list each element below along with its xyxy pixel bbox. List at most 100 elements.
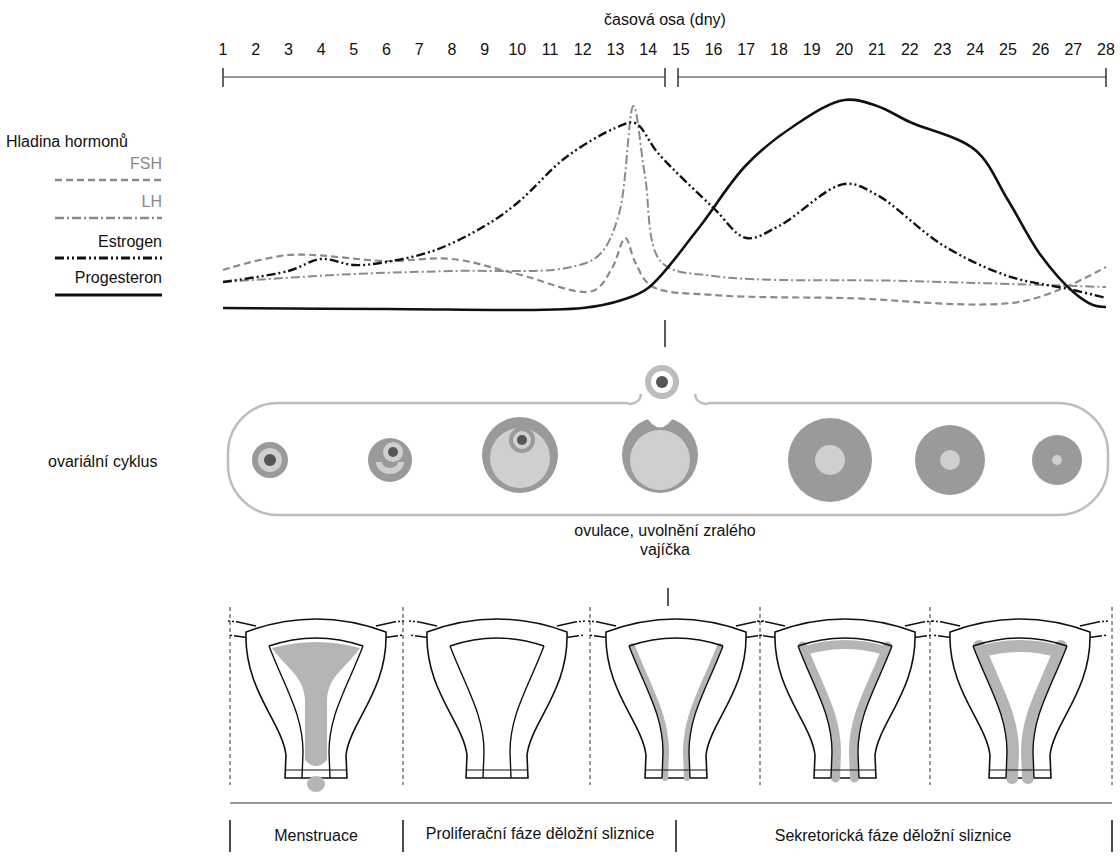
day-number: 14 xyxy=(639,40,657,59)
uterus-body xyxy=(427,619,567,778)
day-number: 26 xyxy=(1032,40,1050,59)
blood-drop xyxy=(307,776,325,792)
menstrual-flow xyxy=(272,642,360,766)
luteum-core xyxy=(1052,455,1062,465)
day-number: 9 xyxy=(480,40,489,59)
endometrium-top xyxy=(805,645,885,651)
cavity-wall xyxy=(798,646,832,778)
oocyte xyxy=(264,454,276,466)
day-number: 28 xyxy=(1097,40,1115,59)
uterus-body xyxy=(950,619,1090,778)
uterus-body xyxy=(606,619,746,778)
tube-dotted xyxy=(228,621,238,636)
legend-text: FSH xyxy=(130,154,162,173)
legend-line-sample xyxy=(55,217,162,219)
bracket-tick xyxy=(677,68,679,87)
day-number: 23 xyxy=(934,40,952,59)
tube-dotted xyxy=(923,621,933,636)
phase-baseline xyxy=(230,803,1112,804)
frame-hook xyxy=(628,394,641,404)
legend-samples xyxy=(55,180,162,295)
follicle-layer xyxy=(383,442,403,462)
tube-dotted xyxy=(575,621,585,636)
tertiary-follicle xyxy=(482,417,558,493)
y-axis-label: Hladina hormonů xyxy=(6,132,128,151)
tube-dotted xyxy=(757,621,767,636)
uterine-cavity xyxy=(450,638,544,646)
day-number: 24 xyxy=(966,40,984,59)
antrum xyxy=(376,462,404,474)
cervix-rim xyxy=(814,769,876,770)
panel-divider xyxy=(1112,607,1113,785)
cavity-wall xyxy=(269,646,303,778)
bracket-tick xyxy=(664,68,666,87)
day-number: 25 xyxy=(999,40,1017,59)
cavity-wall xyxy=(629,646,663,778)
graafian-follicle xyxy=(622,417,698,493)
phase-label: Proliferační fáze děložní sliznice xyxy=(425,824,655,843)
bracket-line xyxy=(223,77,665,78)
primary-follicle xyxy=(252,442,288,478)
uterus-panels xyxy=(228,607,1112,792)
luteum-core xyxy=(815,445,845,475)
antrum xyxy=(490,428,550,488)
bracket-tick xyxy=(222,68,224,87)
uterus-body xyxy=(775,619,915,778)
bracket-tick xyxy=(1105,68,1107,87)
day-number: 19 xyxy=(803,40,821,59)
legend-line-sample xyxy=(55,179,162,182)
oocyte xyxy=(388,447,398,457)
day-number: 22 xyxy=(901,40,919,59)
legend-text: LH xyxy=(142,192,162,211)
ovulation-tick xyxy=(667,588,669,606)
legend-line-sample xyxy=(55,257,162,260)
day-number: 3 xyxy=(284,40,293,59)
zona xyxy=(651,371,673,393)
day-number: 18 xyxy=(770,40,788,59)
follicle-layer xyxy=(513,431,531,449)
uterus xyxy=(757,619,933,778)
tube-dotted xyxy=(754,621,764,636)
uterus xyxy=(228,619,404,792)
uterine-cavity xyxy=(798,638,892,646)
ovulation-note: ovulace, uvolnění zralého vajíčka xyxy=(567,521,763,559)
legend-text: Estrogen xyxy=(98,232,162,251)
day-number: 8 xyxy=(447,40,456,59)
follicle-layer xyxy=(258,448,282,472)
frame-hook xyxy=(695,394,708,404)
cervix-rim xyxy=(645,769,707,770)
day-number: 16 xyxy=(705,40,723,59)
day-number: 2 xyxy=(251,40,260,59)
hormone-curves xyxy=(223,100,1106,311)
cavity-wall xyxy=(450,646,484,778)
tube-dotted xyxy=(932,621,942,636)
uterine-cavity xyxy=(973,638,1067,646)
tube-dotted xyxy=(1098,621,1108,636)
progesteron-curve xyxy=(223,100,1106,311)
day-number: 17 xyxy=(737,40,755,59)
lh-curve xyxy=(223,106,1106,287)
phase-divider xyxy=(229,820,231,852)
row-label: ovariální cyklus xyxy=(48,452,157,471)
panel-divider xyxy=(403,607,404,785)
cervix-rim xyxy=(285,769,347,770)
corpus-luteum xyxy=(915,425,985,495)
oocyte xyxy=(517,435,527,445)
cavity-wall xyxy=(1033,646,1067,778)
endometrium xyxy=(1027,646,1061,778)
cavity-wall xyxy=(689,646,723,778)
cavity-wall xyxy=(329,646,363,778)
cavity-wall xyxy=(973,646,1007,778)
corpus-albicans xyxy=(1032,435,1082,485)
secondary-follicle xyxy=(368,438,412,482)
released-egg xyxy=(645,365,679,399)
phase-divider xyxy=(675,820,677,852)
legend-line-sample xyxy=(55,294,162,297)
endometrium xyxy=(979,646,1013,778)
uterus xyxy=(409,619,585,778)
antrum xyxy=(630,430,690,490)
tube-dotted xyxy=(409,621,419,636)
phase-divider xyxy=(402,820,404,852)
day-number: 11 xyxy=(542,40,559,59)
